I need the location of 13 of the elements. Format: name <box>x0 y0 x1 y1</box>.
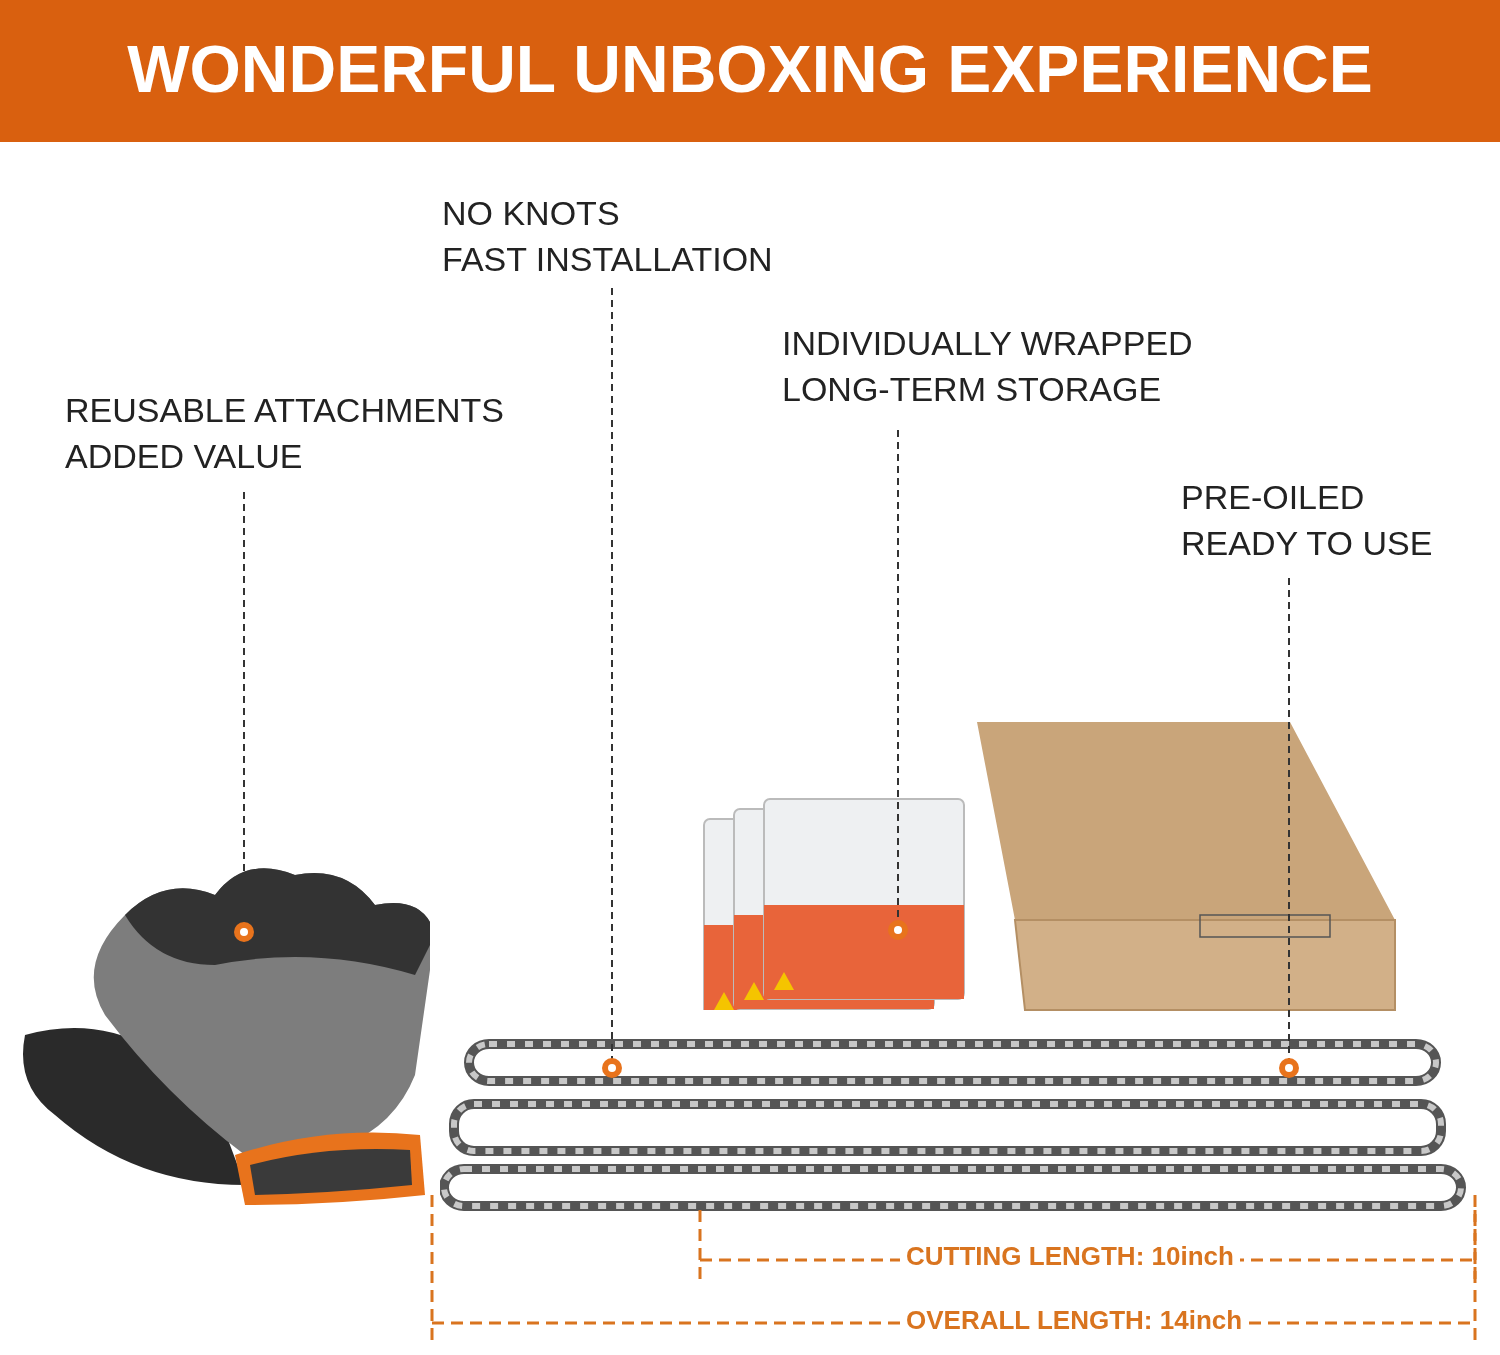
callout-text: READY TO USE <box>1181 523 1433 564</box>
callout-text: PRE-OILED <box>1181 477 1366 518</box>
callout-text: NO KNOTS <box>442 193 621 234</box>
callout-text: ADDED VALUE <box>65 436 304 477</box>
leader-line <box>602 287 622 1078</box>
callout-text: FAST INSTALLATION <box>442 239 773 280</box>
leader-line <box>888 429 908 940</box>
callout-text: INDIVIDUALLY WRAPPED <box>782 323 1193 364</box>
callout-text: LONG-TERM STORAGE <box>782 369 1163 410</box>
leader-line <box>234 491 254 942</box>
leader-line <box>1279 577 1299 1078</box>
callout-text: REUSABLE ATTACHMENTS <box>65 390 504 431</box>
title: WONDERFUL UNBOXING EXPERIENCE <box>126 36 1374 102</box>
